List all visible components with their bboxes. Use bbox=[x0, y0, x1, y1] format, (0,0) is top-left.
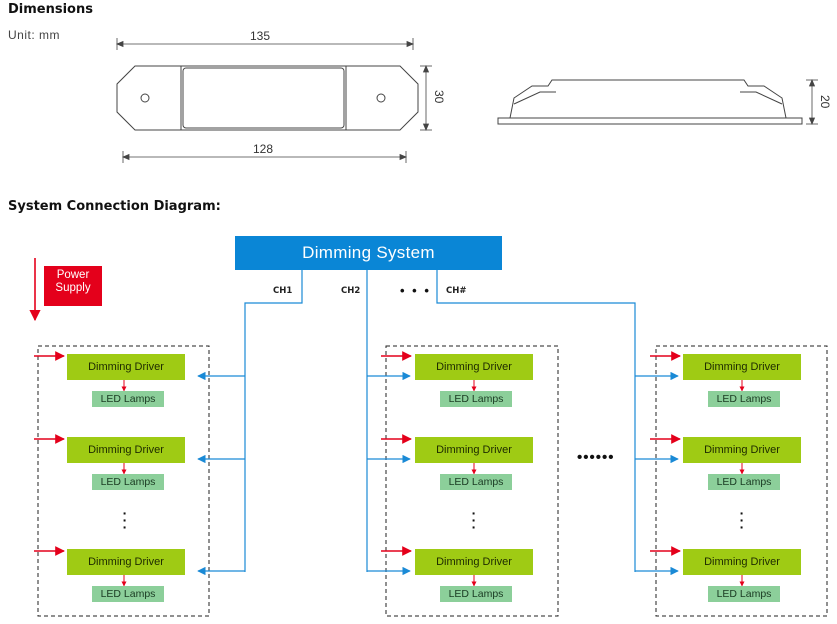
ch2-wiring bbox=[366, 270, 411, 576]
led-lamps-g3-1: LED Lamps bbox=[708, 391, 780, 407]
vertical-ellipsis-g2: ··· bbox=[471, 505, 477, 535]
power-supply-box: Power Supply bbox=[44, 266, 102, 306]
channel-ellipsis: • • • bbox=[400, 283, 431, 298]
power-input-arrows bbox=[34, 351, 681, 556]
dimming-driver-g1-1: Dimming Driver bbox=[67, 354, 185, 380]
led-lamps-g2-1: LED Lamps bbox=[440, 391, 512, 407]
dimension-drawings bbox=[115, 38, 818, 163]
dim-line-30 bbox=[420, 64, 432, 132]
unit-label: Unit: mm bbox=[8, 28, 60, 42]
dimming-driver-g2-1: Dimming Driver bbox=[415, 354, 533, 380]
dimming-driver-g3-1: Dimming Driver bbox=[683, 354, 801, 380]
group-box-2 bbox=[385, 345, 559, 617]
dimming-driver-g1-2: Dimming Driver bbox=[67, 437, 185, 463]
group-box-3 bbox=[655, 345, 828, 617]
power-supply-line-1: Power bbox=[56, 269, 90, 281]
dimming-driver-g2-2: Dimming Driver bbox=[415, 437, 533, 463]
dim-line-20 bbox=[806, 78, 818, 126]
led-lamps-g2-2: LED Lamps bbox=[440, 474, 512, 490]
dimming-driver-g3-2: Dimming Driver bbox=[683, 437, 801, 463]
channel-label-1: CH1 bbox=[273, 286, 293, 296]
power-supply-line-2: Supply bbox=[55, 282, 91, 294]
dimming-driver-g1-3: Dimming Driver bbox=[67, 549, 185, 575]
led-lamps-g2-3: LED Lamps bbox=[440, 586, 512, 602]
system-heading: System Connection Diagram: bbox=[8, 199, 221, 214]
dimming-system-box: Dimming System bbox=[235, 236, 502, 270]
ch-n-wiring bbox=[436, 270, 679, 576]
channel-label-n: CH# bbox=[446, 286, 467, 296]
led-lamps-g1-1: LED Lamps bbox=[92, 391, 164, 407]
dim-label-128: 128 bbox=[253, 142, 274, 156]
dim-line-135 bbox=[115, 38, 415, 50]
group-ellipsis: •••••• bbox=[577, 449, 615, 466]
dimensions-heading: Dimensions bbox=[8, 2, 93, 17]
ch1-wiring bbox=[197, 270, 303, 576]
led-lamps-g1-2: LED Lamps bbox=[92, 474, 164, 490]
dim-label-135: 135 bbox=[250, 29, 271, 43]
side-view-outline bbox=[497, 79, 803, 125]
group-box-1 bbox=[37, 345, 210, 617]
dimming-driver-g2-3: Dimming Driver bbox=[415, 549, 533, 575]
driver-lamp-arrows bbox=[121, 380, 745, 587]
dimming-driver-g3-3: Dimming Driver bbox=[683, 549, 801, 575]
led-lamps-g3-2: LED Lamps bbox=[708, 474, 780, 490]
vertical-ellipsis-g3: ··· bbox=[739, 505, 745, 535]
top-view-outline bbox=[116, 65, 419, 131]
dim-line-128 bbox=[121, 151, 408, 163]
led-lamps-g3-3: LED Lamps bbox=[708, 586, 780, 602]
vertical-ellipsis-g1: ··· bbox=[122, 505, 128, 535]
channel-label-2: CH2 bbox=[341, 286, 361, 296]
led-lamps-g1-3: LED Lamps bbox=[92, 586, 164, 602]
